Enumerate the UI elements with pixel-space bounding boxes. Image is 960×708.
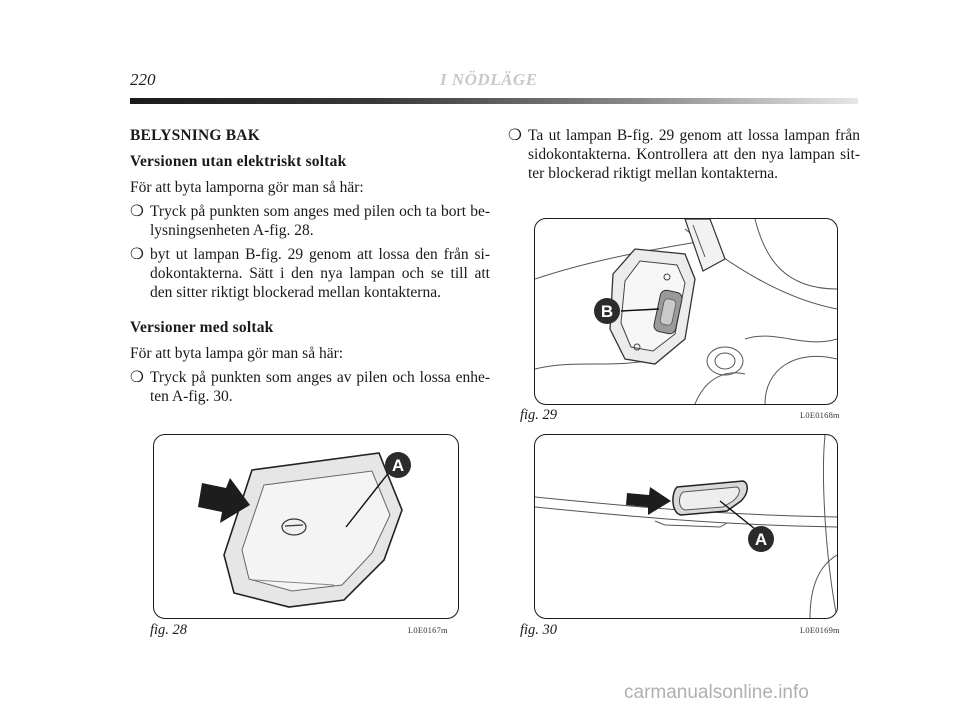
watermark-credit: carmanualsonline.info (624, 682, 809, 703)
figure-29-image: B (534, 218, 838, 405)
callout-a-label: A (392, 456, 404, 475)
callout-a-icon (748, 526, 774, 552)
figure-30-code: L0E0169m (800, 625, 840, 635)
list-item: ❍ byt ut lampan B-fig. 29 genom att loss… (130, 245, 490, 302)
lamp-unit-illustration: A (198, 452, 411, 608)
list-item-text: byt ut lampan B-fig. 29 genom att lossa … (150, 246, 490, 301)
header-rule (130, 98, 858, 104)
callout-b-icon (594, 298, 620, 324)
interior-lamp-illustration: A (535, 435, 837, 618)
figure-29-caption: fig. 29 (520, 407, 558, 423)
subheading-sunroof: Versioner med soltak (130, 319, 274, 336)
lamp-housing-illustration: B (535, 219, 837, 404)
figure-28-code: L0E0167m (408, 625, 448, 635)
bullet-icon: ❍ (508, 127, 522, 144)
figure-30-caption: fig. 30 (520, 622, 558, 638)
figure-28-image: A (153, 434, 459, 619)
callout-a-label: A (755, 530, 767, 549)
intro-text: För att byta lampa gör man så här: (130, 345, 344, 362)
list-item-text: Ta ut lampan B-fig. 29 genom att lossa l… (528, 127, 860, 182)
bullet-icon: ❍ (130, 203, 144, 220)
bullet-icon: ❍ (130, 369, 144, 386)
list-item-text: Tryck på punkten som anges av pilen och … (150, 369, 490, 405)
list-item-text: Tryck på punkten som anges med pilen och… (150, 203, 490, 239)
left-column: BELYSNING BAK Versionen utan elektriskt … (130, 126, 490, 406)
callout-b-label: B (601, 302, 613, 321)
intro-text: För att byta lamporna gör man så här: (130, 179, 364, 196)
page-number: 220 (130, 70, 156, 89)
arrow-icon (198, 478, 250, 523)
right-column: ❍ Ta ut lampan B-fig. 29 genom att lossa… (508, 126, 860, 183)
figure-29-code: L0E0168m (800, 410, 840, 420)
subheading-no-sunroof: Versionen utan elektriskt soltak (130, 153, 347, 170)
figure-28-caption: fig. 28 (150, 622, 188, 638)
list-item: ❍ Tryck på punkten som anges av pilen oc… (130, 368, 490, 406)
arrow-icon (626, 487, 671, 515)
section-heading: BELYSNING BAK (130, 127, 260, 144)
callout-a-icon (385, 452, 411, 478)
list-item: ❍ Ta ut lampan B-fig. 29 genom att lossa… (508, 126, 860, 183)
section-title: I NÖDLÄGE (440, 70, 538, 89)
bullet-icon: ❍ (130, 246, 144, 263)
figure-30-image: A (534, 434, 838, 619)
list-item: ❍ Tryck på punkten som anges med pilen o… (130, 202, 490, 240)
